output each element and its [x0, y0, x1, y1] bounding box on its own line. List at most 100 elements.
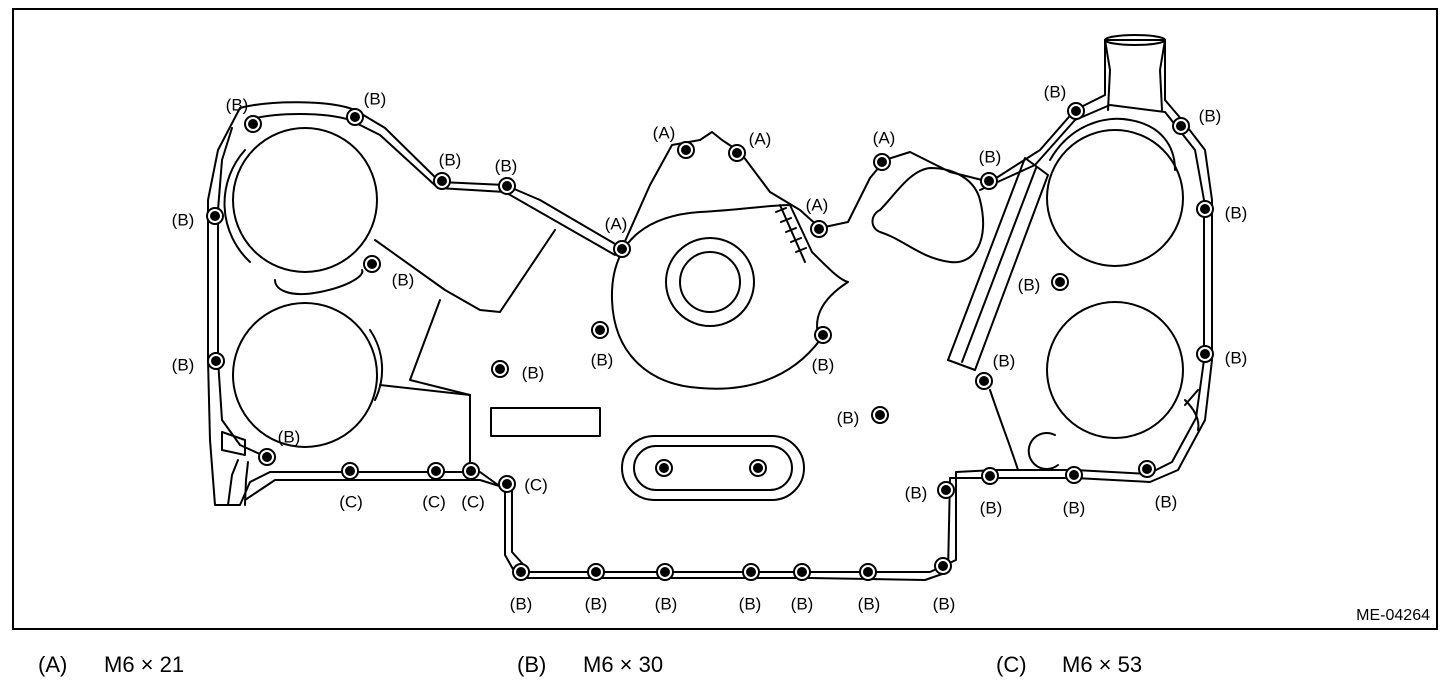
- callout-label-b16: (B): [812, 355, 835, 374]
- bolt: [1138, 460, 1156, 478]
- callout-label-c4: (C): [524, 475, 548, 494]
- callout-label-b14: (B): [591, 350, 614, 369]
- legend-key-b: (B): [517, 652, 547, 677]
- callout-label-b21: (B): [980, 498, 1003, 517]
- callout-label-b11: (B): [1225, 348, 1248, 367]
- callout-label-a5: (A): [605, 214, 628, 233]
- bolt: [512, 563, 530, 581]
- callout-label-b4: (B): [439, 150, 462, 169]
- crank-pulley-inner: [679, 251, 741, 313]
- callout-label-b8: (B): [1225, 203, 1248, 222]
- left-lower-pulley-guard: [369, 329, 384, 401]
- legend-item-a: (A) M6 × 21: [38, 652, 184, 678]
- callout-label-b6: (B): [1044, 82, 1067, 101]
- oval-plate-outer: [621, 435, 805, 501]
- callout-label-c2: (C): [422, 492, 446, 511]
- bolt: [1051, 273, 1069, 291]
- callout-label-b15: (B): [522, 363, 545, 382]
- center-cover-outline: [610, 204, 849, 390]
- left-lower-pulley: [232, 302, 378, 448]
- callout-label-b13: (B): [392, 270, 415, 289]
- oil-filler-neck: [1104, 39, 1166, 111]
- callout-label-b26: (B): [655, 594, 678, 613]
- callout-label-b9: (B): [979, 147, 1002, 166]
- bolt: [810, 220, 828, 238]
- callout-label-b28: (B): [791, 594, 814, 613]
- callout-label-b2: (B): [364, 89, 387, 108]
- callout-label-b17: (B): [993, 351, 1016, 370]
- bolt: [1196, 345, 1214, 363]
- bolt: [462, 462, 480, 480]
- bolt: [980, 172, 998, 190]
- bolt: [871, 406, 889, 424]
- callout-label-b24: (B): [510, 594, 533, 613]
- callout-label-b3: (B): [172, 210, 195, 229]
- bolt: [981, 467, 999, 485]
- callout-label-b5: (B): [495, 156, 518, 175]
- bolt: [937, 481, 955, 499]
- legend-key-c: (C): [996, 652, 1027, 677]
- left-upper-pulley: [232, 127, 378, 273]
- bolt: [591, 321, 609, 339]
- bolt: [1067, 102, 1085, 120]
- bolt: [859, 563, 877, 581]
- right-cam-housing: [1049, 117, 1176, 171]
- callout-label-b12: (B): [172, 355, 195, 374]
- bolt: [244, 115, 262, 133]
- diagram-frame: [12, 8, 1438, 630]
- callout-label-b27: (B): [739, 594, 762, 613]
- left-hose-fitting: [221, 431, 249, 506]
- bolt: [498, 475, 516, 493]
- callout-label-b7: (B): [1199, 106, 1222, 125]
- left-cover-rib-3: [379, 384, 471, 396]
- bolt: [1196, 200, 1214, 218]
- bolt: [498, 177, 516, 195]
- dipstick-tube: [947, 157, 1049, 371]
- callout-label-b23: (B): [1155, 492, 1178, 511]
- right-upper-pulley: [1046, 129, 1184, 267]
- bolt: [206, 207, 224, 225]
- bolt: [491, 360, 509, 378]
- callout-label-b10: (B): [1018, 275, 1041, 294]
- figure-code: ME-04264: [1356, 607, 1430, 624]
- callout-label-b30: (B): [933, 594, 956, 613]
- callout-label-a2: (A): [749, 129, 772, 148]
- crank-pulley-outer: [665, 237, 755, 327]
- callout-label-b29: (B): [858, 594, 881, 613]
- callout-label-a1: (A): [653, 123, 676, 142]
- callout-label-b19: (B): [278, 427, 301, 446]
- cover-inner-flange: [244, 104, 1205, 573]
- legend-value-c: M6 × 53: [1062, 652, 1143, 677]
- callout-label-b25: (B): [585, 594, 608, 613]
- left-upper-pulley-guard: [223, 149, 251, 263]
- legend-value-a: M6 × 21: [104, 652, 185, 677]
- bolt: [728, 144, 746, 162]
- bolt: [1172, 117, 1190, 135]
- dipstick-center-line: [961, 167, 1037, 363]
- right-sub-cover: [871, 167, 985, 264]
- bolt: [975, 372, 993, 390]
- right-cover-hook: [1027, 432, 1059, 470]
- bolt: [656, 563, 674, 581]
- callout-label-b1: (B): [226, 95, 249, 114]
- bolt: [258, 448, 276, 466]
- right-lower-pulley: [1046, 301, 1184, 439]
- bolt: [613, 240, 631, 258]
- oval-plate-inner: [633, 445, 793, 491]
- bolt: [749, 459, 767, 477]
- callout-label-a4: (A): [806, 195, 829, 214]
- right-cover-edge: [989, 389, 1200, 471]
- callout-label-c3: (C): [461, 492, 485, 511]
- bolt: [1065, 466, 1083, 484]
- bolt: [934, 557, 952, 575]
- oil-filler-cap: [1104, 34, 1166, 46]
- timing-marks: [775, 204, 807, 263]
- bolt: [793, 563, 811, 581]
- callout-label-b20: (B): [905, 483, 928, 502]
- bolt: [873, 153, 891, 171]
- legend-key-a: (A): [38, 652, 68, 677]
- legend-item-b: (B)M6 × 30: [517, 652, 663, 678]
- bolt: [427, 462, 445, 480]
- bolt: [587, 563, 605, 581]
- callout-label-b18: (B): [837, 408, 860, 427]
